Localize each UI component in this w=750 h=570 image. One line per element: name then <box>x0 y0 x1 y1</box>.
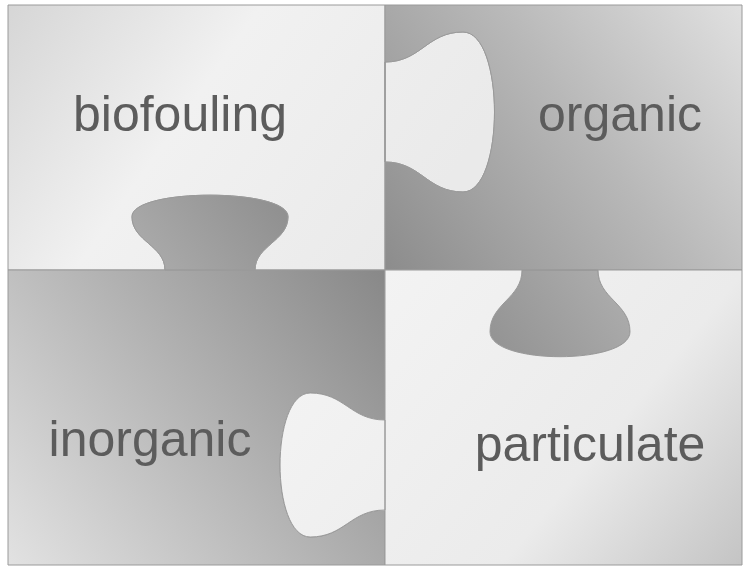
piece-label: organic <box>538 86 702 144</box>
piece-shape <box>280 270 742 565</box>
puzzle-piece: organic <box>385 5 742 270</box>
puzzle-piece: particulate <box>385 270 742 565</box>
piece-label: particulate <box>475 416 706 474</box>
piece-label: inorganic <box>49 411 252 469</box>
piece-label: biofouling <box>73 86 287 144</box>
